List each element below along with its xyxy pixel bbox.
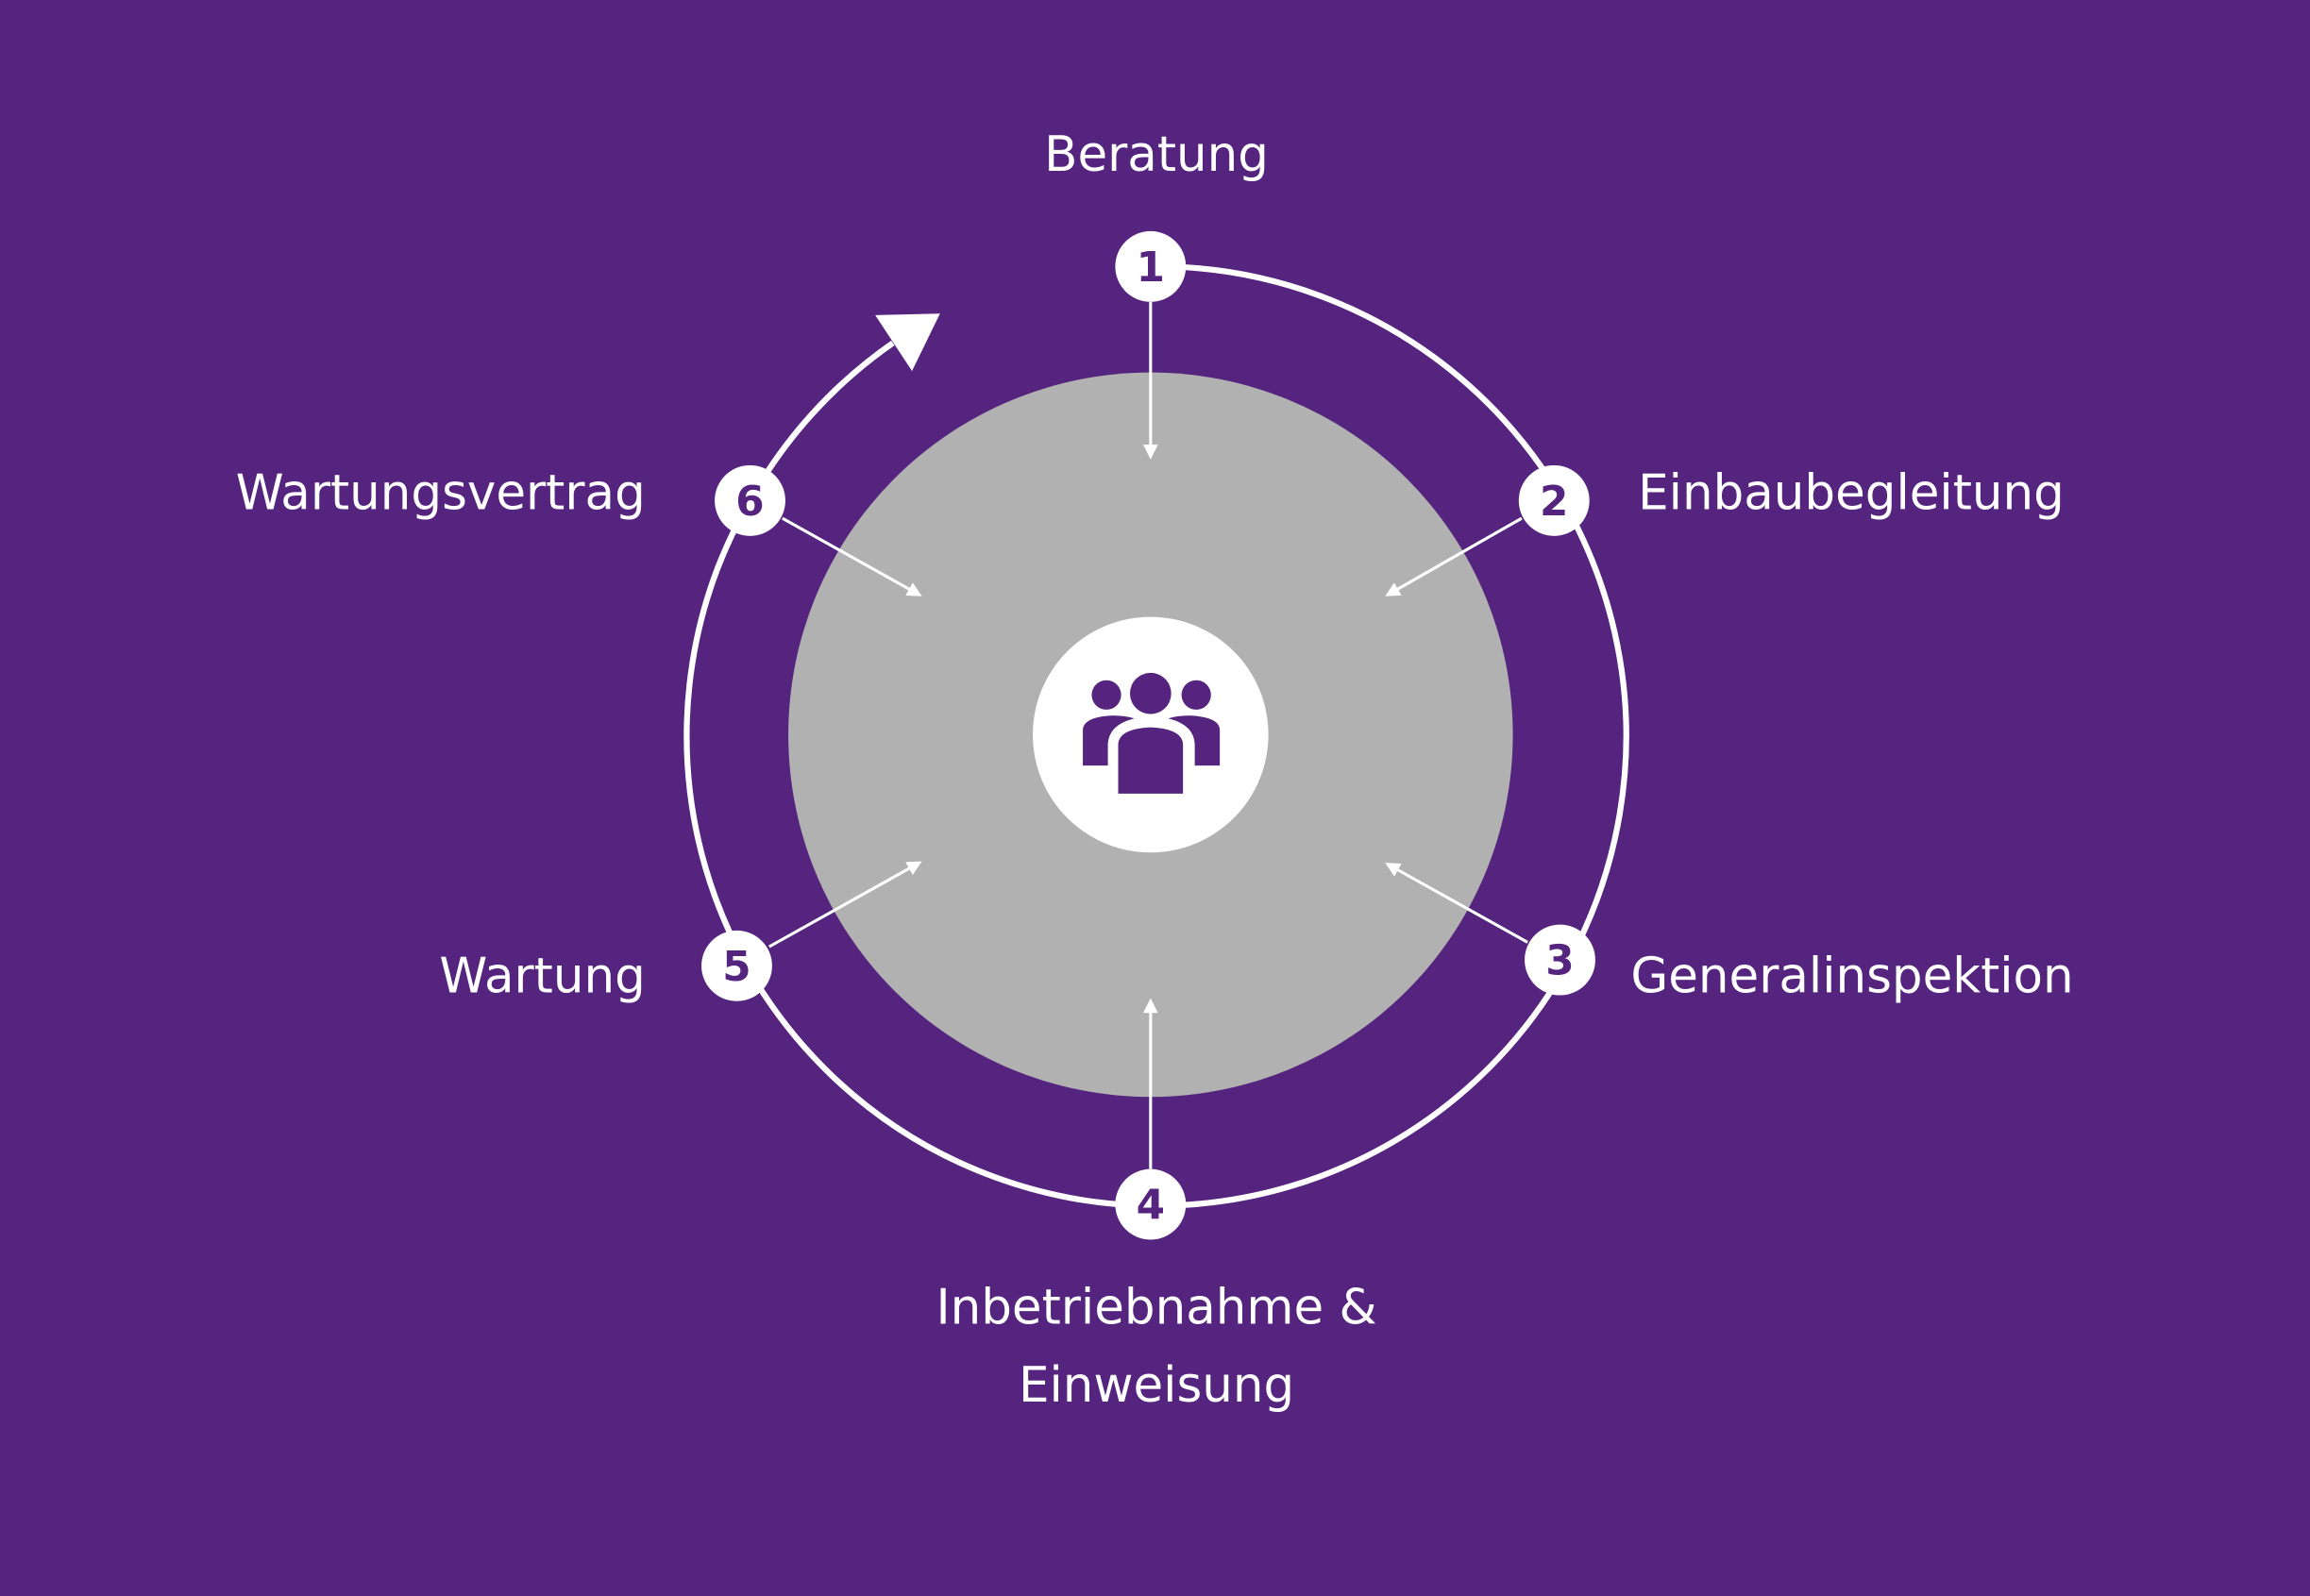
step-label-beratung: Beratung [1044, 126, 1269, 183]
cycle-ring [683, 263, 1629, 1209]
people-group-icon [1083, 672, 1221, 794]
step-label-einbaubegleitung: Einbaubegleitung [1638, 465, 2065, 522]
step-node-6: 6 [715, 464, 785, 536]
step-label-inbetriebnahme-line1: Inbetriebnahme & [936, 1279, 1376, 1336]
step-label-generalinspektion: Generalinspektion [1630, 948, 2073, 1004]
step-node-5: 5 [701, 930, 772, 1001]
step-label-wartungsvertrag: Wartungsvertrag [236, 465, 646, 522]
svg-text:6: 6 [735, 478, 764, 526]
arrow-5 [768, 861, 922, 949]
svg-text:4: 4 [1137, 1182, 1165, 1230]
step-node-1: 1 [1115, 230, 1187, 302]
svg-text:3: 3 [1545, 937, 1574, 985]
inward-arrows [768, 301, 1528, 1169]
arrow-3 [1385, 863, 1528, 944]
cycle-arrowhead-icon [875, 313, 940, 372]
arrow-6 [782, 516, 922, 596]
svg-text:5: 5 [722, 943, 750, 991]
step-label-inbetriebnahme-line2: Einweisung [1019, 1357, 1294, 1414]
step-label-wartung: Wartung [439, 948, 645, 1004]
step-node-3: 3 [1525, 924, 1595, 996]
arrow-2 [1385, 516, 1523, 596]
svg-text:1: 1 [1137, 244, 1165, 292]
step-node-2: 2 [1518, 464, 1590, 536]
svg-text:2: 2 [1540, 478, 1568, 526]
step-node-4: 4 [1115, 1168, 1187, 1240]
